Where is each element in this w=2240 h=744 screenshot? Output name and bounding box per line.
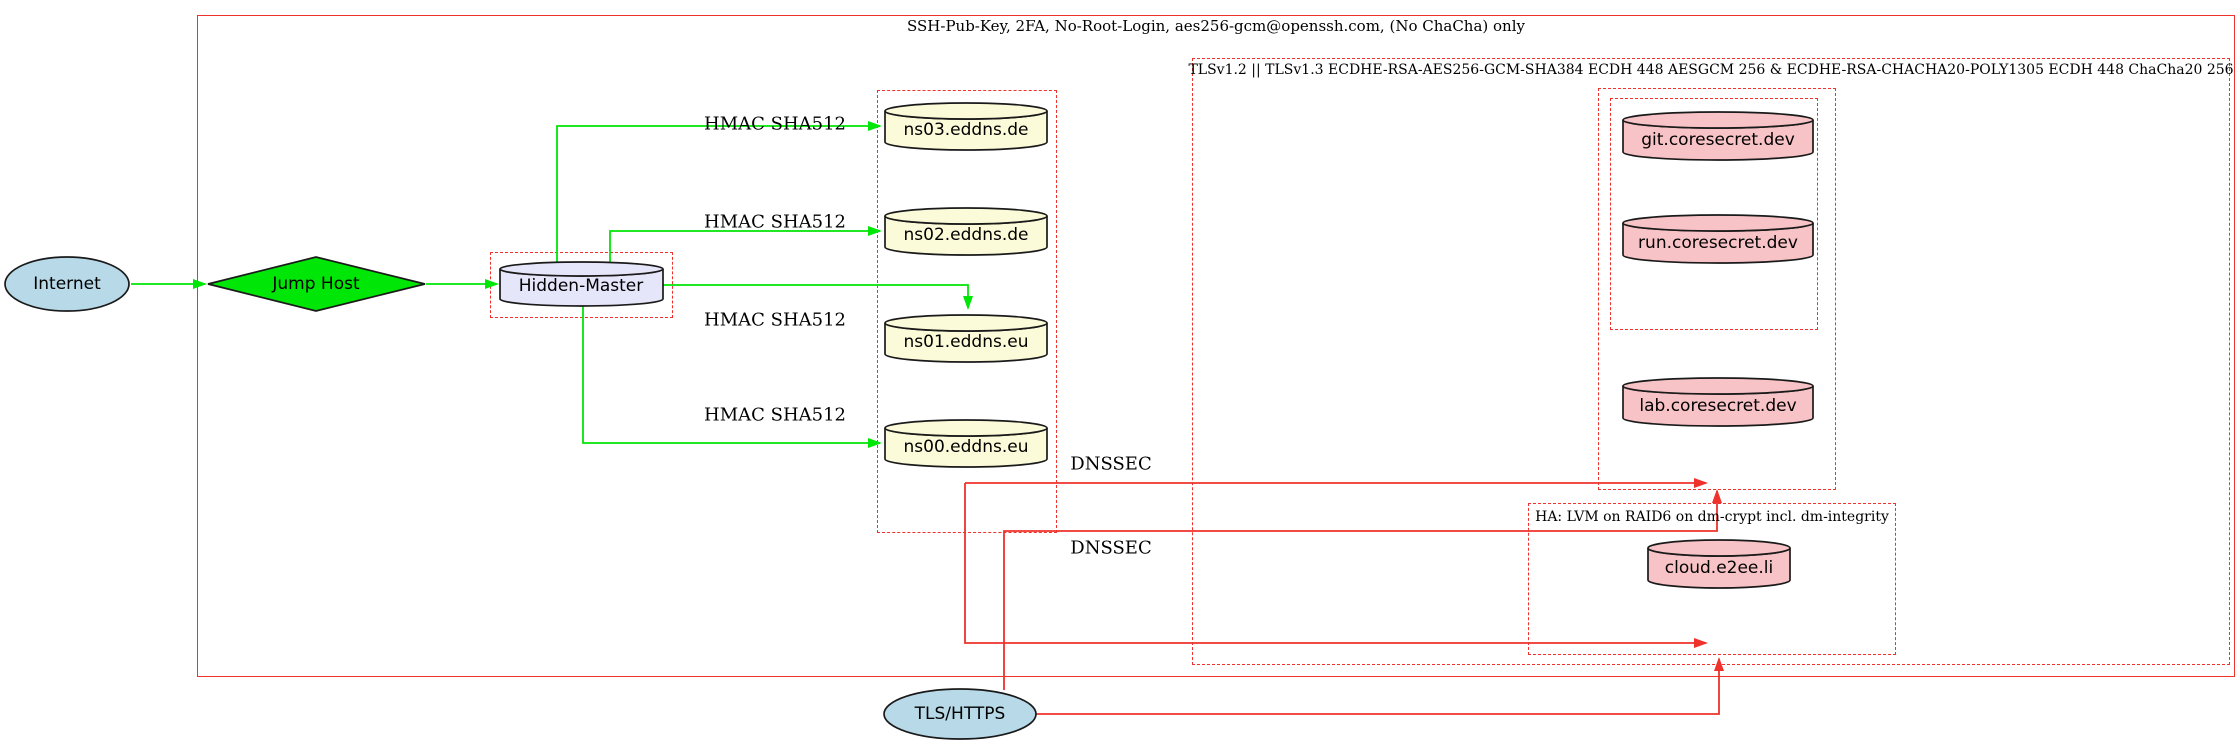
cluster-ha-label: HA: LVM on RAID6 on dm-crypt incl. dm-in… [1535, 509, 1889, 525]
node-ns02-label: ns02.eddns.de [903, 225, 1029, 245]
cluster-ha-box [1528, 503, 1896, 655]
node-cloud-label: cloud.e2ee.li [1664, 558, 1774, 578]
node-internet-label: Internet [33, 274, 101, 294]
edge-label-dnssec-1: DNSSEC [1070, 453, 1152, 475]
edge-label-hmac-ns01: HMAC SHA512 [703, 309, 847, 331]
node-jump-host-label: Jump Host [272, 274, 360, 294]
node-git-label: git.coresecret.dev [1641, 130, 1795, 150]
node-ns00-label: ns00.eddns.eu [903, 437, 1029, 457]
edge-label-hmac-ns00: HMAC SHA512 [703, 404, 847, 426]
node-hidden-master-label: Hidden-Master [518, 276, 644, 296]
node-ns03-label: ns03.eddns.de [903, 120, 1029, 140]
node-ns01-label: ns01.eddns.eu [903, 332, 1029, 352]
node-lab-label: lab.coresecret.dev [1639, 396, 1797, 416]
node-tls-https-label: TLS/HTTPS [914, 704, 1006, 724]
cluster-ssh-label: SSH-Pub-Key, 2FA, No-Root-Login, aes256-… [907, 17, 1525, 35]
edge-label-hmac-ns02: HMAC SHA512 [703, 211, 847, 233]
edge-label-hmac-ns03: HMAC SHA512 [703, 113, 847, 135]
node-run-label: run.coresecret.dev [1638, 233, 1798, 253]
cluster-tls-label: TLSv1.2 || TLSv1.3 ECDHE-RSA-AES256-GCM-… [1188, 62, 2234, 78]
cluster-dns-box [877, 90, 1057, 533]
cluster-coresecret-inner-box [1610, 98, 1818, 330]
edge-label-dnssec-2: DNSSEC [1070, 537, 1152, 559]
